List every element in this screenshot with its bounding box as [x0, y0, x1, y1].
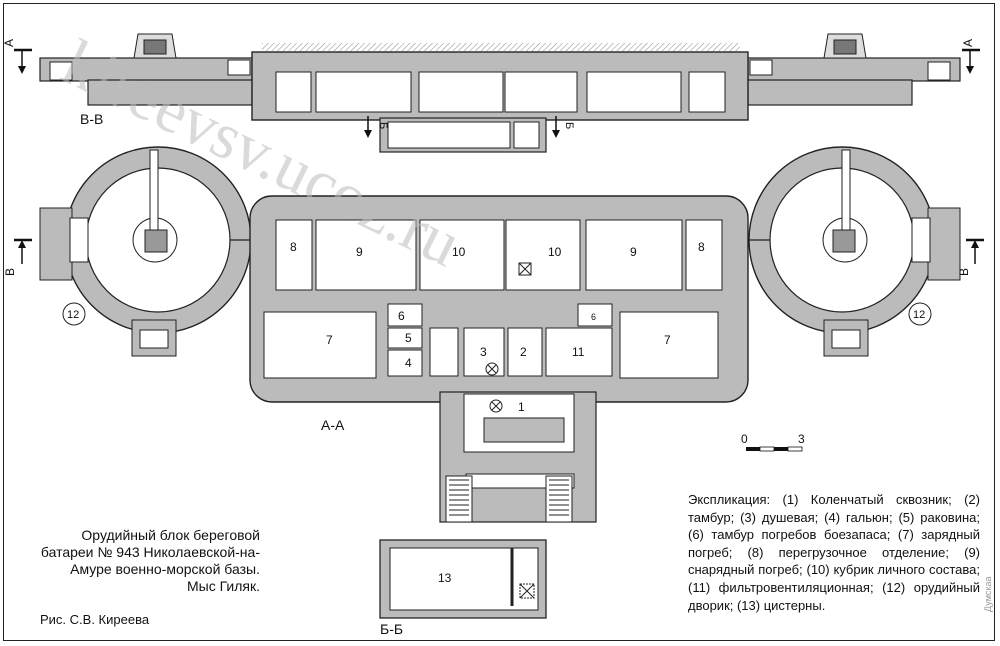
- figure-caption: Орудийный блок береговой батареи № 943 Н…: [40, 527, 260, 594]
- section-v-v: А А Б Б В-В: [2, 33, 980, 153]
- scale-start: 0: [741, 432, 748, 446]
- room-label-7-right: 7: [664, 333, 671, 347]
- site-mark: Думскаа: [983, 576, 993, 612]
- room-6-right: [577, 303, 613, 327]
- right-gun-turret-section: [823, 33, 867, 59]
- marker-a-left: А: [2, 39, 32, 74]
- room-label-3: 3: [480, 345, 487, 359]
- room-label-4: 4: [405, 356, 412, 370]
- left-port: [227, 59, 251, 76]
- room-label-10-right: 10: [548, 245, 562, 259]
- label-circle-12-left: [62, 302, 86, 326]
- marker-b-left-label: Б: [377, 122, 389, 129]
- left-niche: [49, 61, 73, 81]
- legend-explication: Экспликация: (1) Коленчатый сквозник; (2…: [688, 492, 980, 613]
- room-10-left: [419, 219, 505, 291]
- room-label-8-left: 8: [290, 240, 297, 254]
- room-label-9-left: 9: [356, 245, 363, 259]
- lower-gallery-left: [387, 121, 511, 149]
- marker-v-left: В: [3, 238, 32, 276]
- section-b-b-label: Б-Б: [380, 621, 403, 637]
- section-room-e: [586, 71, 682, 113]
- left-gun-turret-section: [133, 33, 177, 59]
- right-niche: [927, 61, 951, 81]
- marker-a-left-label: А: [2, 39, 16, 47]
- right-port: [749, 59, 773, 76]
- room-8-left: [275, 219, 313, 291]
- room-8-right: [685, 219, 723, 291]
- room-label-6-left: 6: [398, 309, 405, 323]
- room-label-11: 11: [572, 345, 585, 359]
- section-room-c: [418, 71, 504, 113]
- marker-b-left: Б: [364, 116, 389, 138]
- room-label-8-right: 8: [698, 240, 705, 254]
- marker-b-right-label: Б: [563, 122, 575, 129]
- room-label-1: 1: [518, 400, 525, 414]
- room-9-right: [585, 219, 683, 291]
- drawing-frame: [3, 3, 995, 641]
- left-gun-emplacement: [39, 146, 252, 357]
- section-room-d: [504, 71, 578, 113]
- marker-a-right: А: [961, 39, 980, 74]
- section-room-f: [688, 71, 726, 113]
- earth-cover: [262, 43, 740, 51]
- marker-v-right-label: В: [957, 268, 971, 276]
- scale-bar: 0 3: [741, 432, 805, 452]
- vent-symbol-icon: [485, 262, 532, 413]
- marker-v-right: В: [957, 238, 984, 276]
- room-5: [387, 327, 423, 349]
- room-6-left: [387, 303, 423, 327]
- room-label-12-left: 12: [67, 309, 79, 321]
- room-4: [387, 349, 423, 377]
- room-7-right: [619, 311, 719, 379]
- room-10-right: [505, 219, 581, 291]
- room-7-left: [263, 311, 377, 379]
- room-label-12-right: 12: [913, 309, 925, 321]
- left-wing-lower: [87, 79, 253, 106]
- room-9-left: [315, 219, 417, 291]
- right-wing-lower: [747, 79, 913, 106]
- lower-gallery-right: [513, 121, 540, 149]
- plan-a-a: 8 9 10 10 9 8 7 6 5 4 3 2 11 6 7 1 12 12…: [3, 146, 984, 523]
- room-label-10-left: 10: [452, 245, 466, 259]
- section-room-a: [275, 71, 312, 113]
- entrance-stairs: [445, 475, 573, 523]
- plan-a-a-label: А-А: [321, 417, 345, 433]
- room-label-5: 5: [405, 331, 412, 345]
- figure-author: Рис. С.В. Киреева: [40, 612, 150, 627]
- room-label-6-right: 6: [591, 312, 596, 322]
- marker-b-right: Б: [552, 116, 575, 138]
- room-1-baffle: [483, 417, 565, 443]
- section-room-b: [315, 71, 412, 113]
- right-gun-emplacement: [748, 146, 961, 357]
- room-label-9-right: 9: [630, 245, 637, 259]
- marker-v-left-label: В: [3, 268, 17, 276]
- room-2: [507, 327, 543, 377]
- section-b-b: 13 Б-Б: [379, 539, 547, 637]
- corridor: [429, 327, 459, 377]
- marker-a-right-label: А: [961, 39, 975, 47]
- room-11: [545, 327, 613, 377]
- label-circle-12-right: [908, 302, 932, 326]
- section-v-v-label: В-В: [80, 111, 103, 127]
- room-label-13: 13: [438, 571, 452, 585]
- scale-end: 3: [798, 432, 805, 446]
- room-label-2: 2: [520, 345, 527, 359]
- room-label-7-left: 7: [326, 333, 333, 347]
